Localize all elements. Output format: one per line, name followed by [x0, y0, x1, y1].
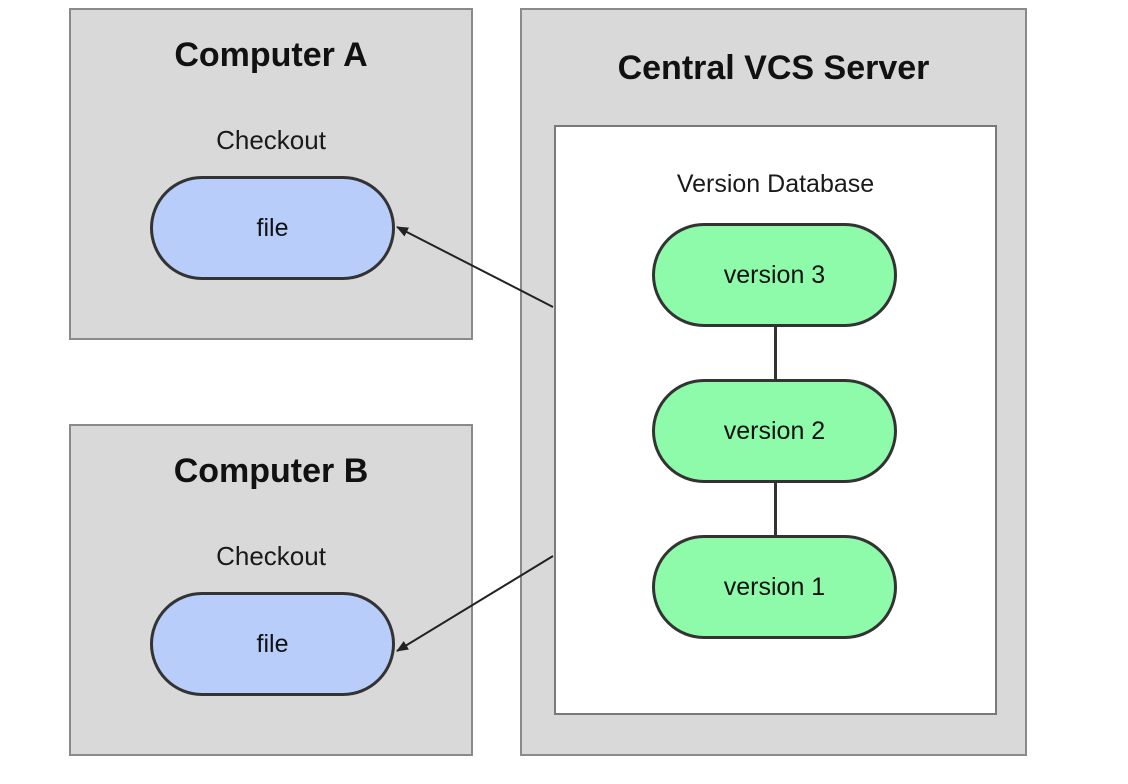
computer-a-checkout-label: Checkout	[216, 125, 326, 155]
computer-a-title: Computer A	[174, 36, 368, 74]
computer-b-file-node: file	[150, 592, 395, 696]
version-database-box: Version Database version 3 version 2 ver…	[554, 125, 997, 715]
computer-a-file-node: file	[150, 176, 395, 280]
computer-b-title: Computer B	[173, 452, 369, 490]
version-2-node: version 2	[652, 379, 897, 483]
version-3-to-2-connector	[774, 327, 777, 379]
server-title: Central VCS Server	[617, 49, 930, 87]
version-3-node: version 3	[652, 223, 897, 327]
computer-a-file-label: file	[256, 213, 289, 242]
version-2-to-1-connector	[774, 483, 777, 535]
version-1-label: version 1	[723, 572, 826, 601]
computer-b-panel: Computer B Checkout file	[69, 424, 473, 756]
version-3-label: version 3	[723, 260, 826, 289]
computer-b-file-label: file	[256, 629, 289, 658]
computer-a-panel: Computer A Checkout file	[69, 8, 473, 340]
version-2-label: version 2	[723, 416, 826, 445]
version-1-node: version 1	[652, 535, 897, 639]
central-server-panel: Central VCS Server Version Database vers…	[520, 8, 1027, 756]
computer-b-checkout-label: Checkout	[216, 541, 326, 571]
version-database-label: Version Database	[676, 170, 875, 198]
